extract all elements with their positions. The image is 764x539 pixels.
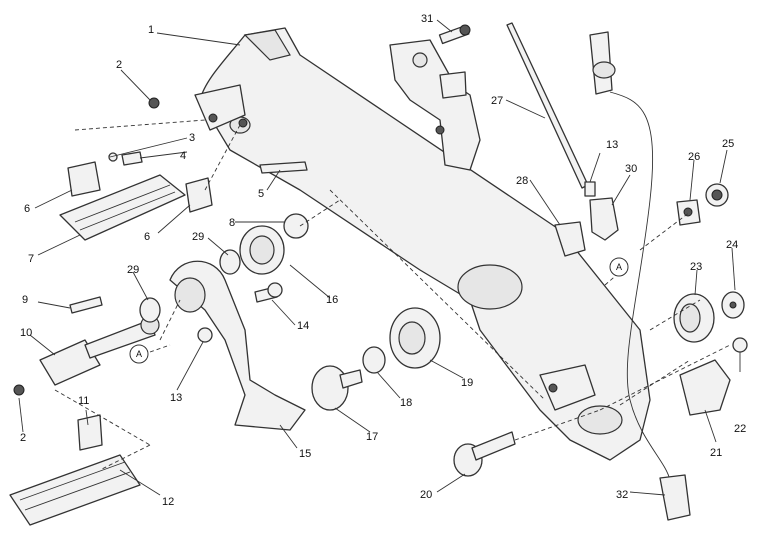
part-number-label: 2 — [116, 59, 122, 71]
part-9-pin — [69, 296, 103, 314]
part-32-sensor-cable — [589, 31, 691, 521]
part-number-label: 23 — [690, 261, 702, 273]
part-6-plate-right — [185, 177, 213, 213]
part-4-spring — [121, 151, 143, 166]
leader-lines — [18, 19, 741, 496]
part-number-label: 18 — [400, 397, 412, 409]
part-26-washer — [676, 199, 701, 226]
part-5-pin — [259, 161, 308, 174]
part-number-label: 30 — [625, 163, 637, 175]
part-number-label: 20 — [420, 489, 432, 501]
part-2-nut-upper — [148, 97, 160, 109]
part-number-label: 2 — [20, 432, 26, 444]
part-30-fork — [589, 197, 619, 241]
part-15-brake-lever — [169, 260, 306, 431]
part-number-label: 21 — [710, 447, 722, 459]
part-number-label: 10 — [20, 327, 32, 339]
part-20-bolt — [453, 431, 516, 477]
part-number-label: 26 — [688, 151, 700, 163]
part-number-label: 19 — [461, 377, 473, 389]
part-number-label: 6 — [144, 231, 150, 243]
part-number-label: 7 — [28, 253, 34, 265]
part-17-pivot-bolt — [311, 365, 363, 411]
part-number-label: 27 — [491, 95, 503, 107]
part-number-label: 3 — [189, 132, 195, 144]
part-number-label: 14 — [297, 320, 309, 332]
part-1-frame — [194, 27, 651, 461]
reference-a-label-right: A — [616, 262, 622, 272]
part-16-bushing — [239, 225, 285, 275]
part-number-label: 29 — [127, 264, 139, 276]
part-29-ring-lower — [139, 297, 161, 323]
part-31-bolt — [438, 24, 471, 45]
part-number-label: 12 — [162, 496, 174, 508]
part-number-label: 8 — [229, 217, 235, 229]
part-number-label: 4 — [180, 150, 186, 162]
part-number-label: 13 — [606, 139, 618, 151]
part-27-rod — [506, 22, 589, 189]
part-number-label: 6 — [24, 203, 30, 215]
reference-callout-a-right: A — [609, 257, 629, 277]
brake-master-cylinder — [389, 39, 481, 171]
part-number-label: 1 — [148, 24, 154, 36]
part-28-clevis — [554, 221, 586, 257]
part-8-washer-upper — [283, 213, 309, 239]
reference-a-label-left: A — [136, 349, 142, 359]
part-29-ring-upper — [219, 249, 241, 275]
part-number-label: 15 — [299, 448, 311, 460]
dashed-alignment-lines — [54, 119, 731, 471]
part-number-label: 22 — [734, 423, 746, 435]
part-6-plate-left — [67, 161, 101, 197]
part-13-nut-lower — [197, 327, 213, 343]
part-11-spring — [77, 414, 103, 451]
part-22-screw — [732, 337, 748, 353]
part-number-label: 28 — [516, 175, 528, 187]
part-13-pin — [584, 181, 596, 197]
part-number-label: 24 — [726, 239, 738, 251]
part-number-label: 9 — [22, 294, 28, 306]
part-18-washer — [362, 346, 386, 374]
part-23-spacer — [673, 293, 715, 343]
part-2-nut-lower — [13, 384, 25, 396]
part-number-label: 32 — [616, 489, 628, 501]
part-3-ball — [108, 152, 118, 162]
part-number-label: 29 — [192, 231, 204, 243]
part-number-label: 25 — [722, 138, 734, 150]
part-number-label: 5 — [258, 188, 264, 200]
part-number-label: 31 — [421, 13, 433, 25]
part-number-label: 17 — [366, 431, 378, 443]
part-14-bolt — [254, 282, 283, 303]
part-7-footpeg — [59, 174, 186, 241]
part-12-footpeg — [9, 454, 141, 526]
part-25-bearing — [705, 183, 729, 207]
part-24-washer — [721, 291, 745, 319]
part-number-label: 11 — [78, 395, 89, 407]
part-21-bracket — [679, 359, 731, 416]
part-19-roller — [389, 307, 441, 369]
part-number-label: 13 — [170, 392, 182, 404]
part-labels: 1234658673127133028252624232221929291021… — [20, 13, 746, 508]
reference-callout-a-left: A — [129, 344, 149, 364]
part-number-label: 16 — [326, 294, 338, 306]
